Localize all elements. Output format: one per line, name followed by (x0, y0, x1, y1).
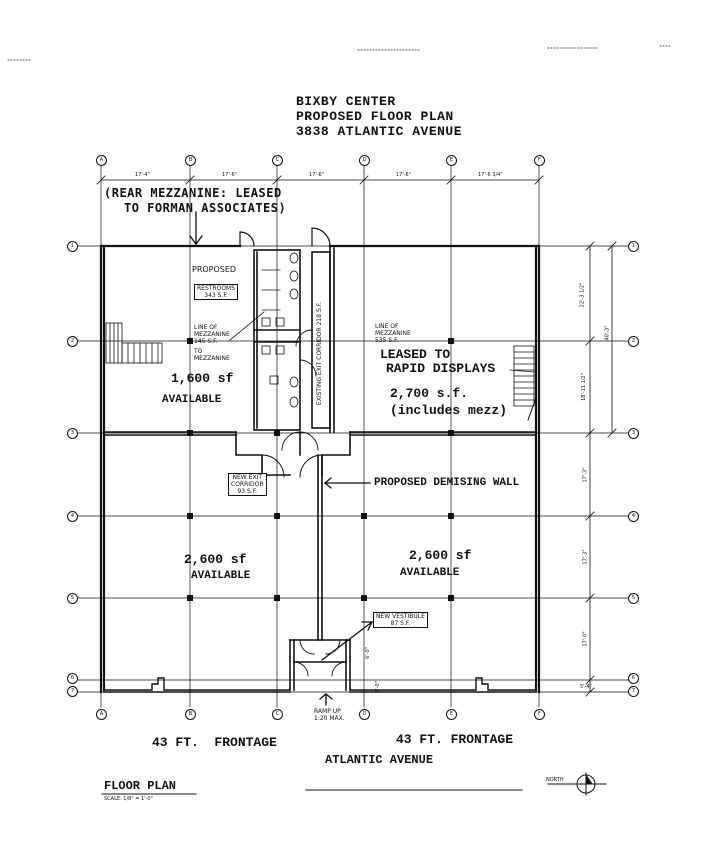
bottom-left-area: 2,600 sf (184, 552, 247, 567)
grid-bubble-row-4-right: 4 (628, 511, 639, 522)
title-line-2: PROPOSED FLOOR PLAN (296, 109, 454, 124)
grid-bubble-col-d-top: D (359, 155, 370, 166)
top-dotted-marks (7, 45, 673, 61)
bottom-right-area: 2,600 sf (409, 548, 472, 563)
title-line-3: 3838 ATLANTIC AVENUE (296, 124, 463, 139)
frontage-right: 43 FT. FRONTAGE (396, 732, 514, 747)
top-dim-5: 17'-6 3/4" (478, 172, 503, 178)
north-label: NORTH (546, 777, 564, 783)
top-right-leased-line-1: LEASED TO (380, 347, 451, 362)
exterior-walls (99, 244, 541, 694)
grid-bubble-row-3-left: 3 (67, 428, 78, 439)
rear-mezzanine-note-line-2: TO FORMAN ASSOCIATES) (124, 201, 287, 215)
top-right-area: 2,700 s.f. (390, 386, 469, 401)
grid-bubble-col-f-bottom: F (534, 709, 545, 720)
door-swings (261, 329, 347, 677)
grid-bubble-col-e-top: E (446, 155, 457, 166)
grid-bubble-row-7-left: 7 (67, 686, 78, 697)
grid-bubble-row-2-left: 2 (67, 336, 78, 347)
grid-bubble-row-5-left: 5 (67, 593, 78, 604)
top-dim-2: 17'-6" (222, 172, 238, 178)
right-dim-5: 17'-0" (582, 631, 589, 647)
row-grid-lines (77, 245, 631, 693)
title-line-1: BIXBY CENTER (296, 94, 396, 109)
grid-bubble-row-5-right: 5 (628, 593, 639, 604)
grid-bubble-row-1-left: 1 (67, 241, 78, 252)
grid-bubble-col-a-bottom: A (96, 709, 107, 720)
top-right-note: (includes mezz) (390, 403, 508, 418)
top-dim-1: 17'-4" (135, 172, 151, 178)
grid-bubble-col-f-top: F (534, 155, 545, 166)
grid-bubble-col-c-bottom: C (272, 709, 283, 720)
frontage-left: 43 FT. FRONTAGE (152, 735, 277, 750)
footer-lines (101, 772, 607, 796)
right-dim-1: 22'-3 1/2" (579, 282, 586, 308)
grid-bubble-col-b-top: B (185, 155, 196, 166)
grid-bubble-row-2-right: 2 (628, 336, 639, 347)
grid-bubble-col-b-bottom: B (185, 709, 196, 720)
top-left-area: 1,600 sf (171, 371, 234, 386)
proposed-label: PROPOSED (192, 265, 237, 274)
vestibule-dim-2: 5'-0" (374, 681, 381, 693)
grid-bubble-col-d-bottom: D (359, 709, 370, 720)
north-arrow-icon (577, 775, 595, 793)
grid-bubble-row-6-left: 6 (67, 673, 78, 684)
grid-bubble-row-7-right: 7 (628, 686, 639, 697)
right-dim-4: 17'-3" (582, 549, 589, 565)
storefront (103, 677, 537, 693)
stairs-right (513, 345, 535, 407)
floor-plan-label: FLOOR PLAN (104, 779, 177, 793)
right-dim-3: 17'-3" (582, 467, 589, 483)
interior-walls (103, 245, 537, 691)
top-dim-3: 17'-6" (309, 172, 325, 178)
vestibule-dim-1: 6'-0" (364, 647, 371, 659)
rear-mezzanine-note-line-1: (REAR MEZZANINE: LEASED (104, 186, 282, 200)
demising-wall-label: PROPOSED DEMISING WALL (374, 477, 520, 489)
grid-bubble-row-1-right: 1 (628, 241, 639, 252)
right-dim-6: 5'-4" (580, 684, 592, 690)
structural-posts (187, 338, 454, 601)
grid-bubble-col-c-top: C (272, 155, 283, 166)
restroom-fixtures (261, 252, 299, 408)
right-dim-total: 40'-3" (604, 325, 611, 341)
right-dimension-line (585, 241, 617, 697)
top-left-status: AVAILABLE (162, 394, 222, 406)
scale-label: SCALE: 1/8" = 1'-0" (104, 796, 153, 802)
grid-bubble-row-3-right: 3 (628, 428, 639, 439)
street-name: ATLANTIC AVENUE (325, 753, 434, 767)
right-dim-2: 18'-11 1/2" (580, 373, 587, 401)
top-right-leased-line-2: RAPID DISPLAYS (386, 361, 496, 376)
existing-exit-corridor-label: EXISTING EXIT CORRIDOR 218 S.F. (316, 301, 324, 406)
bottom-right-status: AVAILABLE (400, 567, 460, 579)
bottom-left-status: AVAILABLE (191, 570, 251, 582)
stairs-left (105, 322, 163, 364)
annotation-arrows (189, 211, 537, 706)
top-dim-4: 17'-6" (396, 172, 412, 178)
grid-bubble-row-6-right: 6 (628, 673, 639, 684)
rear-doors (239, 227, 331, 247)
grid-bubble-col-a-top: A (96, 155, 107, 166)
grid-bubble-row-4-left: 4 (67, 511, 78, 522)
top-dimension-line (96, 175, 544, 185)
grid-bubble-col-e-bottom: E (446, 709, 457, 720)
